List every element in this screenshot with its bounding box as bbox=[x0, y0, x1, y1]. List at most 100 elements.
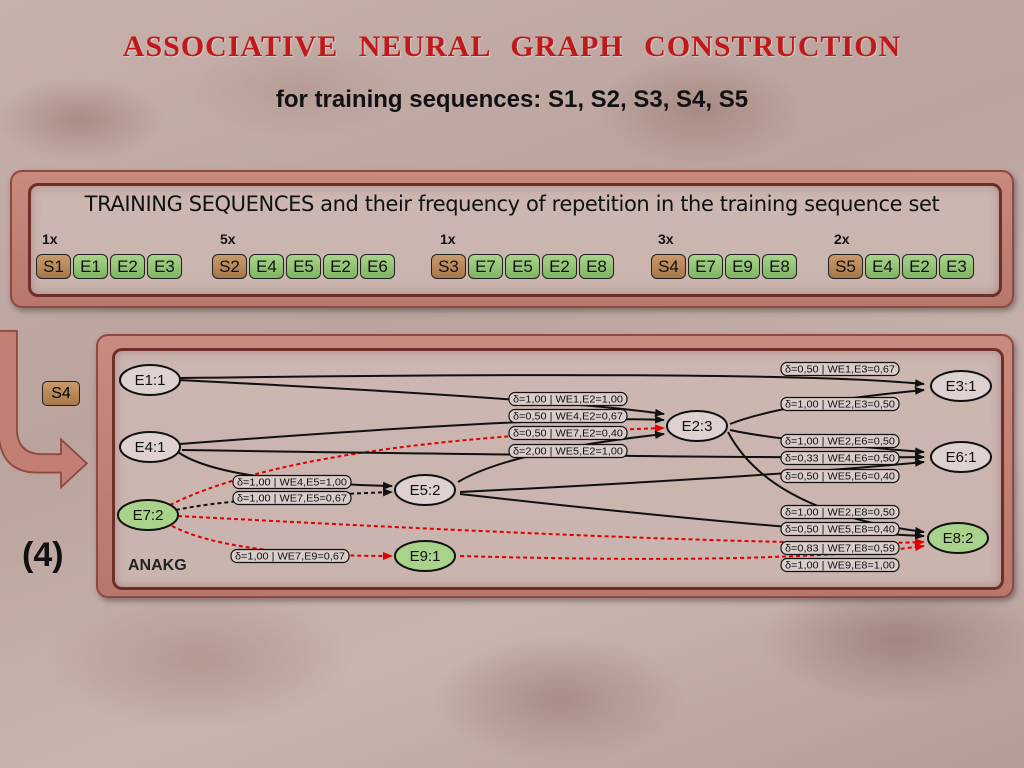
sequence-id: S3 bbox=[431, 254, 466, 279]
edge-label-box bbox=[508, 391, 628, 407]
edge-e1-e3 bbox=[179, 374, 925, 388]
sequence-event: E5 bbox=[286, 254, 321, 279]
sequence-id: S5 bbox=[828, 254, 863, 279]
sequence-frequency: 2x bbox=[834, 231, 850, 247]
edge-label: δ=2,00 | WE5,E2=1,00 bbox=[508, 443, 628, 459]
edge-label-text: δ=0,33 | WE4,E6=0,50 bbox=[785, 454, 895, 465]
node-ellipse bbox=[119, 431, 181, 463]
edge-label-box bbox=[508, 443, 628, 459]
edge-label: δ=0,50 | WE7,E2=0,40 bbox=[508, 425, 628, 441]
edge-label-text: δ=0,50 | WE5,E6=0,40 bbox=[785, 472, 895, 483]
sequence-event: E8 bbox=[579, 254, 614, 279]
sequence-event: E4 bbox=[865, 254, 900, 279]
edge-label: δ=1,00 | WE2,E8=0,50 bbox=[780, 504, 900, 520]
node-ellipse bbox=[930, 441, 992, 473]
sequence-frequency: 1x bbox=[42, 231, 58, 247]
node-ellipse bbox=[394, 474, 456, 506]
edge-label-box bbox=[508, 425, 628, 441]
page-subtitle: for training sequences: S1, S2, S3, S4, … bbox=[275, 86, 749, 113]
graph-node-e9: E9:1 bbox=[394, 540, 456, 572]
current-sequence-badge: S4 bbox=[42, 381, 80, 406]
edge-label: δ=0,33 | WE4,E6=0,50 bbox=[780, 450, 900, 466]
edge-label-box bbox=[230, 548, 350, 564]
sequence-event: E2 bbox=[902, 254, 937, 279]
node-label: E1:1 bbox=[135, 372, 166, 389]
edge-e7-e5 bbox=[175, 488, 393, 511]
node-ellipse bbox=[927, 522, 989, 554]
node-label: E4:1 bbox=[135, 439, 166, 456]
training-heading: TRAINING SEQUENCES and their frequency o… bbox=[84, 192, 940, 216]
edge-label-box bbox=[780, 396, 900, 412]
edge-label: δ=1,00 | WE2,E3=0,50 bbox=[780, 396, 900, 412]
edge-e5-e6 bbox=[459, 458, 925, 493]
graph-node-e7: E7:2 bbox=[117, 499, 179, 531]
node-label: E7:2 bbox=[133, 507, 164, 524]
node-label: E8:2 bbox=[943, 530, 974, 547]
edge-label: δ=1,00 | WE7,E5=0,67 bbox=[232, 490, 352, 506]
sequence-event: E4 bbox=[249, 254, 284, 279]
edge-label: δ=0,50 | WE4,E2=0,67 bbox=[508, 408, 628, 424]
edge-label-box bbox=[780, 504, 900, 520]
node-ellipse bbox=[930, 370, 992, 402]
edge-label-box bbox=[780, 361, 900, 377]
edge-label-box bbox=[232, 490, 352, 506]
node-label: E6:1 bbox=[946, 449, 977, 466]
node-ellipse bbox=[666, 410, 728, 442]
graph-node-e1: E1:1 bbox=[119, 364, 181, 396]
sequence-frequency: 3x bbox=[658, 231, 674, 247]
edge-label: δ=1,00 | WE9,E8=1,00 bbox=[780, 557, 900, 573]
node-ellipse bbox=[117, 499, 179, 531]
edge-label-text: δ=1,00 | WE2,E8=0,50 bbox=[785, 508, 895, 519]
edge-label-text: δ=0,50 | WE1,E3=0,67 bbox=[785, 365, 895, 376]
node-ellipse bbox=[119, 364, 181, 396]
node-label: E9:1 bbox=[410, 548, 441, 565]
sequence-event: E6 bbox=[360, 254, 395, 279]
graph-label: ANAKG bbox=[128, 557, 187, 574]
edge-label: δ=1,00 | WE2,E6=0,50 bbox=[780, 433, 900, 449]
sequence-frequency: 1x bbox=[440, 231, 456, 247]
edge-label-box bbox=[780, 557, 900, 573]
graph-node-e6: E6:1 bbox=[930, 441, 992, 473]
edge-label: δ=0,50 | WE5,E8=0,40 bbox=[780, 521, 900, 537]
node-label: E2:3 bbox=[682, 418, 713, 435]
sequence-id: S4 bbox=[651, 254, 686, 279]
edge-label-text: δ=0,50 | WE7,E2=0,40 bbox=[513, 429, 623, 440]
edge-label-text: δ=2,00 | WE5,E2=1,00 bbox=[513, 447, 623, 458]
edge-label-box bbox=[780, 540, 900, 556]
edge-label-text: δ=1,00 | WE7,E9=0,67 bbox=[235, 552, 345, 563]
sequence-id: S1 bbox=[36, 254, 71, 279]
edge-label: δ=1,00 | WE4,E5=1,00 bbox=[232, 474, 352, 490]
graph-node-e8: E8:2 bbox=[927, 522, 989, 554]
edge-label: δ=0,50 | WE1,E3=0,67 bbox=[780, 361, 900, 377]
edge-label-box bbox=[780, 433, 900, 449]
sequence-event: E7 bbox=[468, 254, 503, 279]
step-number: (4) bbox=[22, 536, 64, 574]
sequence-event: E2 bbox=[323, 254, 358, 279]
sequence-event: E7 bbox=[688, 254, 723, 279]
edge-label-text: δ=0,50 | WE5,E8=0,40 bbox=[785, 525, 895, 536]
sequence-event: E8 bbox=[762, 254, 797, 279]
training-sequence-s4: S4 E7 E9 E8 bbox=[651, 254, 797, 281]
graph-node-e3: E3:1 bbox=[930, 370, 992, 402]
edge-label-text: δ=1,00 | WE9,E8=1,00 bbox=[785, 561, 895, 572]
node-label: E3:1 bbox=[946, 378, 977, 395]
edge-label-text: δ=1,00 | WE7,E5=0,67 bbox=[237, 494, 347, 505]
training-sequence-s2: S2 E4 E5 E2 E6 bbox=[212, 254, 395, 281]
edge-label-text: δ=0,50 | WE4,E2=0,67 bbox=[513, 412, 623, 423]
training-sequence-s5: S5 E4 E2 E3 bbox=[828, 254, 974, 281]
graph-node-e2: E2:3 bbox=[666, 410, 728, 442]
edge-label-text: δ=0,83 | WE7,E8=0,59 bbox=[785, 544, 895, 555]
sequence-event: E3 bbox=[939, 254, 974, 279]
edge-label: δ=1,00 | WE7,E9=0,67 bbox=[230, 548, 350, 564]
node-label: E5:2 bbox=[410, 482, 441, 499]
edge-label-box bbox=[508, 408, 628, 424]
edge-label-box bbox=[780, 468, 900, 484]
edge-label-text: δ=1,00 | WE2,E3=0,50 bbox=[785, 400, 895, 411]
process-arrow bbox=[0, 329, 89, 490]
sequence-event: E2 bbox=[110, 254, 145, 279]
edge-label-box bbox=[780, 450, 900, 466]
sequence-id: S2 bbox=[212, 254, 247, 279]
training-sequence-s3: S3 E7 E5 E2 E8 bbox=[431, 254, 614, 281]
sequence-event: E1 bbox=[73, 254, 108, 279]
